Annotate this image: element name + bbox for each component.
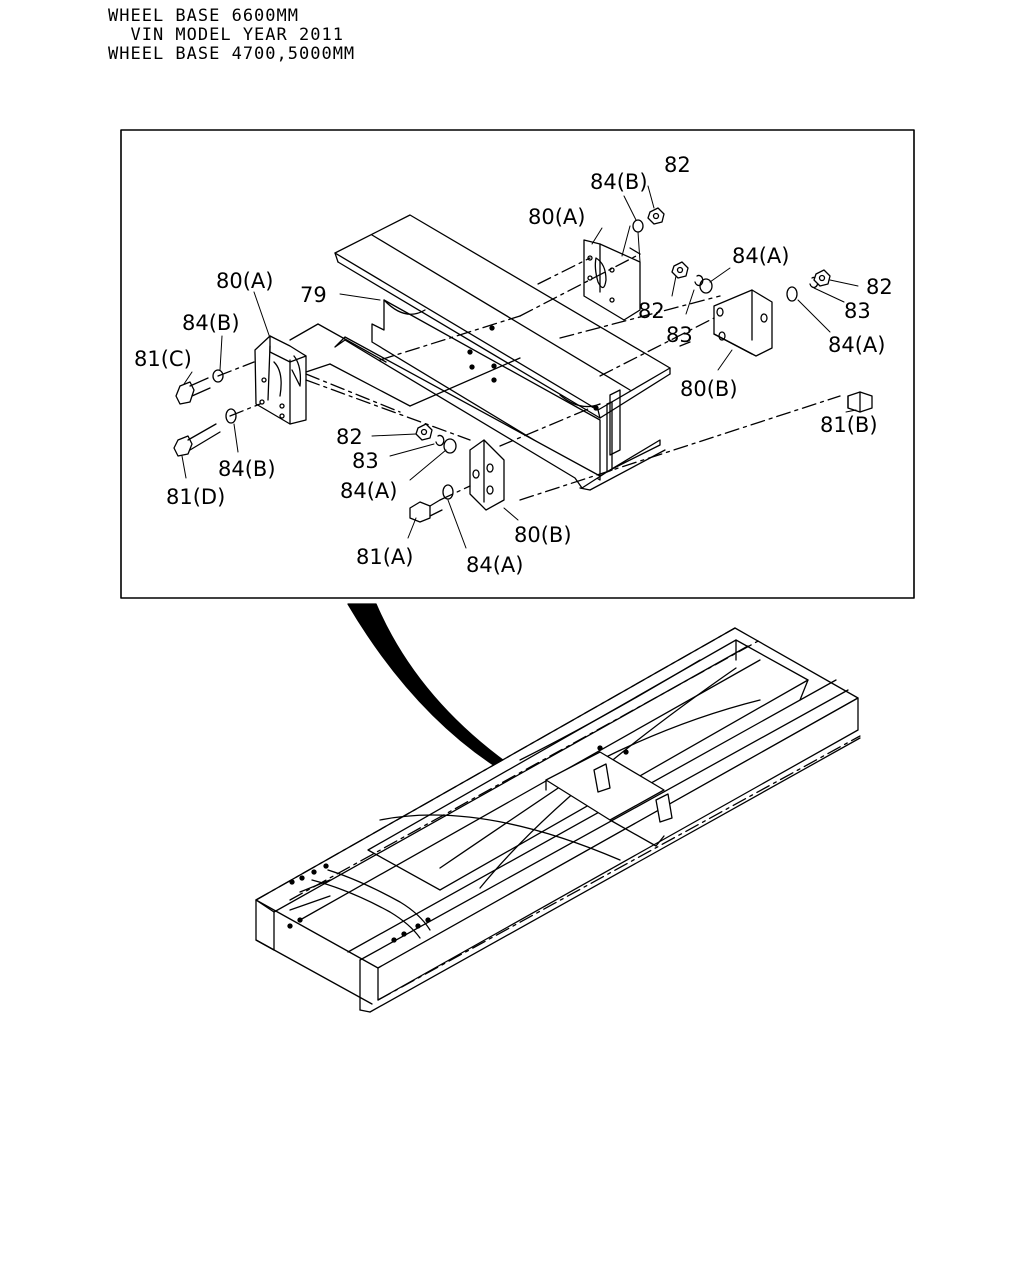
callout-80a-left: 80(A) [216, 269, 273, 293]
detail-frame [120, 129, 915, 599]
callout-82-mid: 82 [638, 299, 665, 323]
header-wheelbase-4700-5000: WHEEL BASE 4700,5000MM [108, 44, 356, 64]
callout-84a-bottom: 84(A) [466, 553, 523, 577]
callout-80b-low: 80(B) [514, 523, 572, 547]
callout-82-top: 82 [664, 153, 691, 177]
callout-83-low: 83 [352, 449, 379, 473]
bracket-80b-lower [469, 439, 505, 511]
callout-84b-left: 84(B) [182, 311, 240, 335]
chassis-phantom-lines [255, 627, 861, 1001]
header-vin-model-year: VIN MODEL YEAR 2011 [108, 25, 344, 45]
bracket-80a-right [583, 239, 641, 321]
callout-84a-low: 84(A) [340, 479, 397, 503]
chassis-frame [255, 627, 861, 1013]
callout-81c: 81(C) [134, 347, 192, 371]
bracket-80b-right [713, 289, 773, 357]
callout-81a: 81(A) [356, 545, 413, 569]
callout-84b-lower: 84(B) [218, 457, 276, 481]
callout-84b-top: 84(B) [590, 170, 648, 194]
callout-84a-right: 84(A) [828, 333, 885, 357]
callout-79: 79 [300, 283, 327, 307]
callout-81b: 81(B) [820, 413, 878, 437]
callout-80b-right: 80(B) [680, 377, 738, 401]
bracket-80a-left [254, 335, 307, 425]
assembly-outline-lines [289, 323, 521, 407]
callout-80a-right: 80(A) [528, 205, 585, 229]
callout-84a-upper: 84(A) [732, 244, 789, 268]
callout-83-mid: 83 [666, 323, 693, 347]
callout-82-far: 82 [866, 275, 893, 299]
callout-82-low: 82 [336, 425, 363, 449]
header-wheelbase-6600: WHEEL BASE 6600MM [108, 6, 299, 26]
leader-lines [181, 185, 859, 549]
assembly-lines [217, 247, 841, 501]
callout-81d: 81(D) [166, 485, 225, 509]
callout-83-far: 83 [844, 299, 871, 323]
